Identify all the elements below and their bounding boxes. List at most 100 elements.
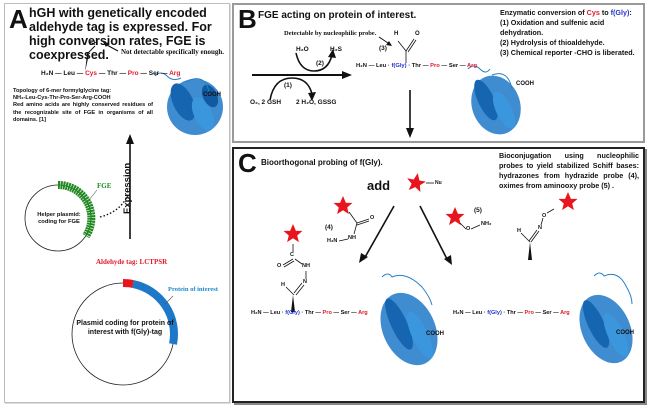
bond — [546, 208, 555, 214]
bond — [530, 230, 540, 243]
residue-fgly: f(Gly) — [487, 310, 502, 316]
residue-ser: Ser — [542, 310, 552, 316]
heading-text: Enzymatic conversion of — [500, 8, 587, 17]
residue-leu: Leu — [472, 310, 483, 316]
expression-arrowhead — [126, 134, 134, 144]
down-arrowhead — [406, 128, 414, 138]
panel-c-description: Bioconjugation using nucleophilic probes… — [499, 151, 639, 190]
residue-pro: Pro — [430, 63, 440, 69]
probe-note: Detectable by nucleophilic probe. — [284, 30, 377, 37]
protein-structure — [154, 72, 223, 135]
nu-label: Nu — [435, 180, 442, 186]
bond — [459, 222, 467, 230]
bond-line — [86, 45, 96, 55]
bond — [338, 238, 349, 242]
left-arrow — [363, 205, 395, 260]
atom-o: O — [466, 226, 471, 232]
residue-pro: Pro — [322, 310, 332, 316]
star-product4 — [283, 224, 303, 243]
residue-ser: Ser — [340, 310, 350, 316]
topology-description: Topology of 6-mer formylglycine tag: NH₂… — [13, 88, 153, 124]
atom-nh: NH — [348, 235, 356, 241]
right-arrowhead — [444, 255, 452, 265]
cooh-label: COOH — [616, 330, 634, 336]
residue-arg: Arg — [467, 63, 477, 69]
aldehyde-h: H — [394, 31, 399, 37]
atom-c: C — [290, 252, 294, 258]
protein-structure — [467, 65, 521, 135]
cooh-label: COOH — [516, 81, 534, 87]
panel-c-letter: C — [238, 148, 257, 178]
panel-a: A hGH with genetically encoded aldehyde … — [4, 3, 230, 403]
bond — [295, 284, 305, 296]
fge-label-line — [88, 189, 98, 201]
residue-thr: Thr — [107, 70, 118, 77]
star-probe4 — [333, 196, 353, 215]
sequence-c-right: H₂N — Leu · f(Gly) · Thr — Pro — Ser — A… — [453, 310, 570, 316]
residue-arg: Arg — [169, 70, 181, 77]
heading-text: to — [599, 8, 611, 17]
plasmid-label: Plasmid coding for protein of interest w… — [76, 320, 174, 336]
wedge-bond — [291, 295, 295, 312]
wedge-bond — [85, 54, 89, 72]
n-terminus: H₂N — [41, 70, 54, 77]
panel-c-title: Bioorthogonal probing of f(Gly). — [261, 158, 383, 167]
dotted-link — [99, 194, 129, 218]
protein-of-interest-label: Protein of interest — [168, 286, 218, 293]
residue-thr: Thr — [304, 310, 314, 316]
sequence-b: H₂N — Leu · f(Gly) · Thr — Pro — Ser — A… — [356, 63, 477, 69]
cooh-label: COOH — [426, 331, 444, 337]
description-item: (2) Hydrolysis of thioaldehyde. — [500, 38, 605, 47]
star-nu — [405, 171, 428, 193]
atom-h2n: H₂N — [327, 238, 338, 244]
reactants-label: O₂, 2 GSH — [250, 99, 282, 106]
aldehyde-tag-label: Aldehyde tag: LCTPSR — [96, 258, 168, 266]
add-label: add — [367, 178, 391, 193]
atom-h: H — [517, 228, 521, 234]
panel-a-graphics — [24, 42, 223, 386]
step2-curve — [295, 52, 333, 72]
residue-ser: Ser — [448, 63, 459, 69]
residue-fgly: f(Gly) — [391, 63, 407, 69]
protein-structure-right — [579, 272, 633, 364]
n-terminus: H₂N — [453, 310, 464, 316]
sequence-a: H₂N — Leu — Cys — Thr — Pro — Ser — Arg — [41, 70, 181, 77]
bond — [356, 220, 370, 226]
arrowhead — [103, 42, 109, 47]
residue-leu: Leu — [375, 63, 387, 69]
sequence-c-left: H₂N — Leu · f(Gly) · Thr — Pro — Ser — A… — [251, 310, 368, 316]
reaction-arrowhead — [342, 71, 352, 79]
panel-b-graphics — [252, 36, 521, 138]
residue-leu: Leu — [63, 70, 75, 77]
bond — [528, 229, 538, 242]
residue-fgly: f(Gly) — [285, 310, 300, 316]
n-terminus: H₂N — [356, 63, 367, 69]
residue-leu: Leu — [270, 310, 281, 316]
star-probe5 — [445, 207, 465, 226]
heading-fgly: f(Gly) — [610, 8, 630, 17]
bond — [282, 258, 294, 266]
topology-line-2: NH₂-Leu-Cys-Thr-Pro-Ser-Arg-COOH — [13, 95, 111, 102]
bond — [540, 217, 544, 226]
bond — [283, 260, 295, 268]
step1-label: (1) — [284, 82, 292, 89]
probe5-label: (5) — [474, 207, 482, 214]
aldehyde-tag-segment — [122, 279, 134, 288]
residue-pro: Pro — [524, 310, 534, 316]
panel-b-description: Enzymatic conversion of Cys to f(Gly): (… — [500, 8, 642, 58]
aldehyde-bond-h — [397, 40, 407, 52]
step3-label: (3) — [379, 45, 387, 52]
panel-b: B FGE acting on protein of interest. Det… — [232, 3, 645, 143]
thiol-label: SH — [89, 40, 99, 47]
description-heading: Enzymatic conversion of Cys to f(Gly): — [500, 8, 642, 18]
water-label: H₂O — [296, 46, 309, 53]
aldehyde-bond-o2 — [407, 39, 417, 53]
step1-arrowhead — [308, 92, 316, 101]
cooh-label: COOH — [203, 92, 221, 98]
residue-ser: Ser — [148, 70, 160, 77]
residue-thr: Thr — [411, 63, 422, 69]
wedge-bond — [528, 242, 532, 260]
aldehyde-bond-o1 — [405, 38, 415, 52]
description-item: (3) Chemical reporter -CHO is liberated. — [500, 48, 635, 57]
panel-a-letter: A — [9, 4, 28, 34]
